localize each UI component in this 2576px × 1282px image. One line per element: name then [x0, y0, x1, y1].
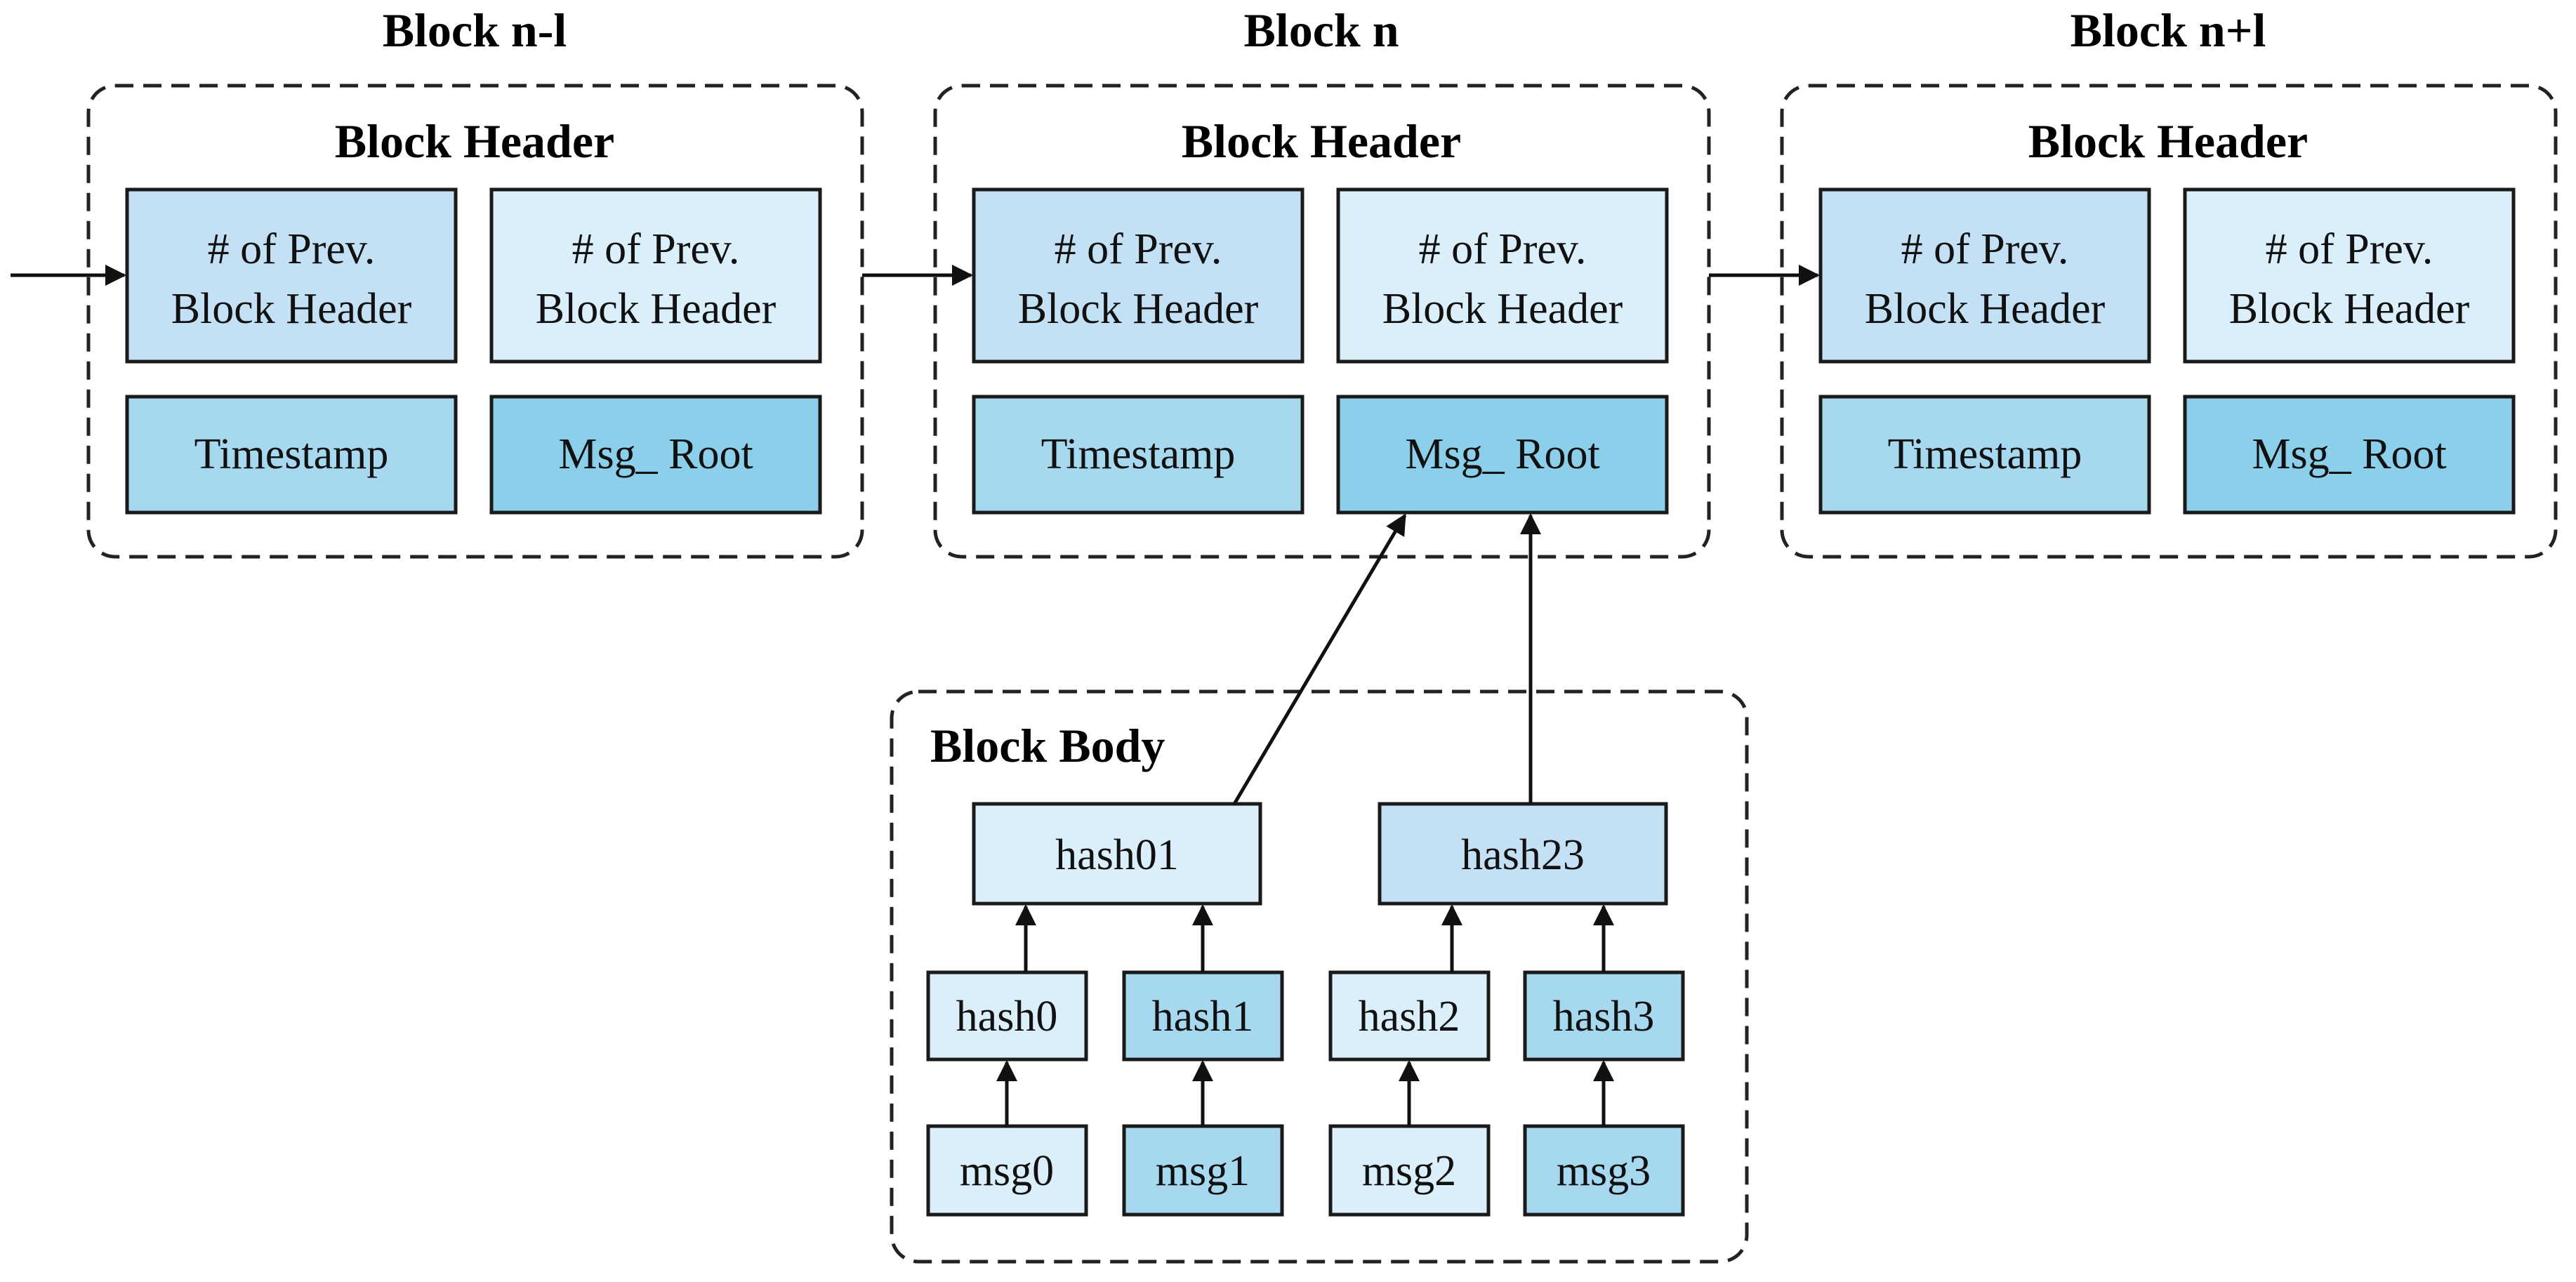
hash0-label: hash0 [956, 993, 1058, 1040]
timestamp-cell [972, 395, 1304, 515]
hash1-label: hash1 [1152, 993, 1254, 1040]
timestamp-label: Timestamp [1041, 430, 1236, 478]
block-header-frame [1780, 84, 2558, 559]
block-header-title: Block Header [335, 114, 615, 168]
prev-block-hash-label: # of Prev. [1419, 225, 1587, 273]
hash3-cell [1523, 970, 1685, 1062]
msg-root-label: Msg_ Root [558, 430, 753, 478]
block-n-minus-1: Block n-l Block Header # of Prev. Block … [86, 4, 864, 559]
prev-block-hash-label-line2: Block Header [1865, 285, 2106, 333]
hash0-cell [926, 970, 1088, 1062]
prev-block-hash-cell [2183, 187, 2516, 364]
timestamp-label: Timestamp [194, 430, 389, 478]
prev-block-hash-label: # of Prev. [1901, 225, 2069, 273]
block-header-title: Block Header [2028, 114, 2309, 168]
msg-root-cell [1336, 395, 1669, 515]
block-header-frame [933, 84, 1711, 559]
msg1-cell [1122, 1124, 1284, 1217]
prev-block-hash-label-line2: Block Header [171, 285, 412, 333]
block-body: Block Body hash01 hash23 hash0 hash1 has… [890, 689, 1749, 1264]
hash01-cell [972, 802, 1262, 906]
block-body-frame [890, 689, 1749, 1264]
msg-root-label: Msg_ Root [2252, 430, 2446, 478]
arrow-hash01-to-msg-root [1232, 513, 1407, 805]
msg2-label: msg2 [1362, 1147, 1456, 1195]
prev-block-hash-cell [1818, 187, 2151, 364]
block-header-title: Block Header [1182, 114, 1462, 168]
prev-block-hash-label-line2: Block Header [536, 285, 777, 333]
prev-block-hash-label-line2: Block Header [1382, 285, 1623, 333]
hash1-cell [1122, 970, 1284, 1062]
timestamp-cell [1818, 395, 2151, 515]
hash01-label: hash01 [1055, 831, 1179, 879]
hash2-cell [1328, 970, 1491, 1062]
block-title: Block n [1243, 4, 1399, 57]
msg-root-cell [2183, 395, 2516, 515]
block-n: Block n Block Header # of Prev. Block He… [933, 4, 1711, 559]
block-title: Block n-l [383, 4, 567, 57]
prev-block-hash-label: # of Prev. [2266, 225, 2433, 273]
prev-block-hash-label-line2: Block Header [2229, 285, 2470, 333]
msg1-label: msg1 [1156, 1147, 1250, 1195]
hash3-label: hash3 [1553, 993, 1655, 1040]
msg3-cell [1523, 1124, 1685, 1217]
block-n-plus-1: Block n+l Block Header # of Prev. Block … [1780, 4, 2558, 559]
prev-block-hash-label: # of Prev. [572, 225, 740, 273]
hash23-cell [1378, 802, 1668, 906]
block-body-title: Block Body [930, 719, 1165, 772]
prev-block-hash-cell [489, 187, 822, 364]
prev-block-hash-label: # of Prev. [1055, 225, 1222, 273]
msg0-label: msg0 [960, 1147, 1054, 1195]
prev-block-hash-label-line2: Block Header [1018, 285, 1259, 333]
prev-block-hash-cell [1336, 187, 1669, 364]
msg3-label: msg3 [1557, 1147, 1651, 1195]
prev-block-hash-label: # of Prev. [208, 225, 376, 273]
msg2-cell [1328, 1124, 1491, 1217]
hash2-label: hash2 [1359, 993, 1460, 1040]
block-title: Block n+l [2070, 4, 2266, 57]
prev-block-hash-cell [125, 187, 458, 364]
timestamp-label: Timestamp [1888, 430, 2082, 478]
prev-block-hash-cell [972, 187, 1304, 364]
timestamp-cell [125, 395, 458, 515]
hash23-label: hash23 [1461, 831, 1585, 879]
msg-root-label: Msg_ Root [1405, 430, 1599, 478]
block-header-frame [86, 84, 864, 559]
msg-root-cell [489, 395, 822, 515]
